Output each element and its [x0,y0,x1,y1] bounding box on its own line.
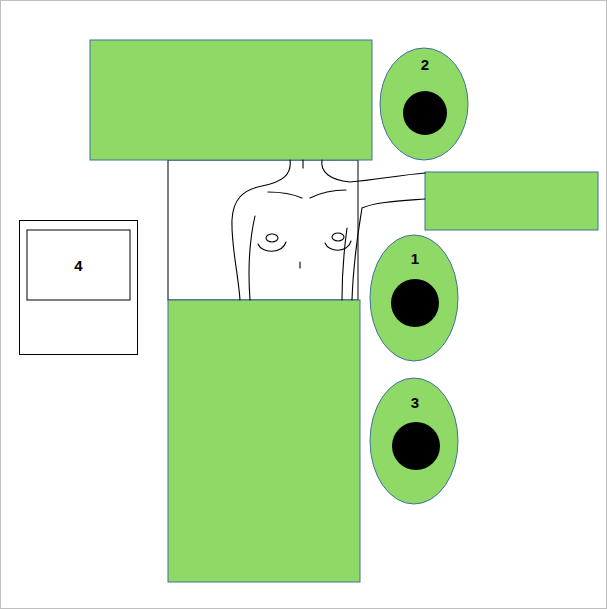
staff-position: 3 [369,377,459,505]
staff-position: 1 [369,234,459,362]
monitor-shape [19,220,138,355]
callout-number: 4 [74,258,82,273]
monitor-box: 4 [19,220,138,355]
callout-number: 3 [411,395,419,410]
callout-number: 1 [411,251,419,266]
staff-position: 2 [379,47,469,161]
callout-number: 2 [421,57,429,72]
